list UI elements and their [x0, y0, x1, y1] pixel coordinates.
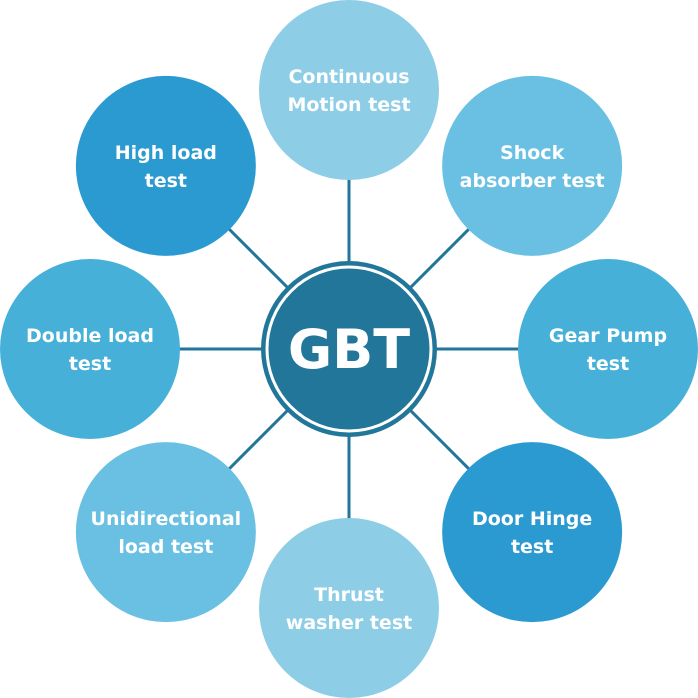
- connector-high-load-test: [227, 227, 290, 290]
- node-label-line: Thrust: [314, 584, 384, 606]
- connector-door-hinge-test: [408, 408, 471, 471]
- node-label-line: test: [511, 536, 553, 558]
- node-circle: [0, 259, 180, 439]
- center-circle: [261, 261, 437, 437]
- connector-unidirectional-load-test: [227, 408, 290, 471]
- connector-shock-absorber-test: [408, 227, 471, 290]
- node-circle: [259, 518, 439, 698]
- node-circle: [518, 259, 698, 439]
- connector-lines: [178, 178, 520, 520]
- node-high-load-test: High load test: [75, 75, 256, 256]
- node-label-line: Gear Pump: [549, 325, 667, 347]
- node-circle: [442, 75, 623, 256]
- node-label-line: test: [587, 353, 629, 375]
- node-double-load-test: Double load test: [0, 259, 180, 439]
- center-ring: [265, 265, 433, 433]
- node-label-line: load test: [118, 536, 213, 558]
- node-shock-absorber-test: Shock absorber test: [442, 75, 623, 256]
- node-label-line: test: [69, 353, 111, 375]
- node-label-line: High load: [115, 142, 217, 164]
- node-label-line: Double load: [26, 325, 154, 347]
- node-label-line: Door Hinge: [472, 508, 592, 530]
- node-label-line: Shock: [500, 142, 565, 164]
- node-door-hinge-test: Door Hinge test: [442, 442, 623, 623]
- node-unidirectional-load-test: Unidirectional load test: [75, 442, 256, 623]
- node-label-line: test: [145, 170, 187, 192]
- node-gear-pump-test: Gear Pump test: [518, 259, 698, 439]
- center-hub: GBT: [261, 261, 437, 437]
- node-label-line: Continuous: [288, 66, 409, 88]
- node-label-line: absorber test: [460, 170, 605, 192]
- node-label-line: Motion test: [287, 94, 410, 116]
- node-circle: [75, 75, 256, 256]
- node-label-line: Unidirectional: [91, 508, 242, 530]
- node-circle: [442, 442, 623, 623]
- node-thrust-washer-test: Thrust washer test: [259, 518, 439, 698]
- node-circle: [259, 0, 439, 180]
- center-label: GBT: [288, 318, 410, 381]
- node-circle: [75, 442, 256, 623]
- node-label-line: washer test: [286, 612, 412, 634]
